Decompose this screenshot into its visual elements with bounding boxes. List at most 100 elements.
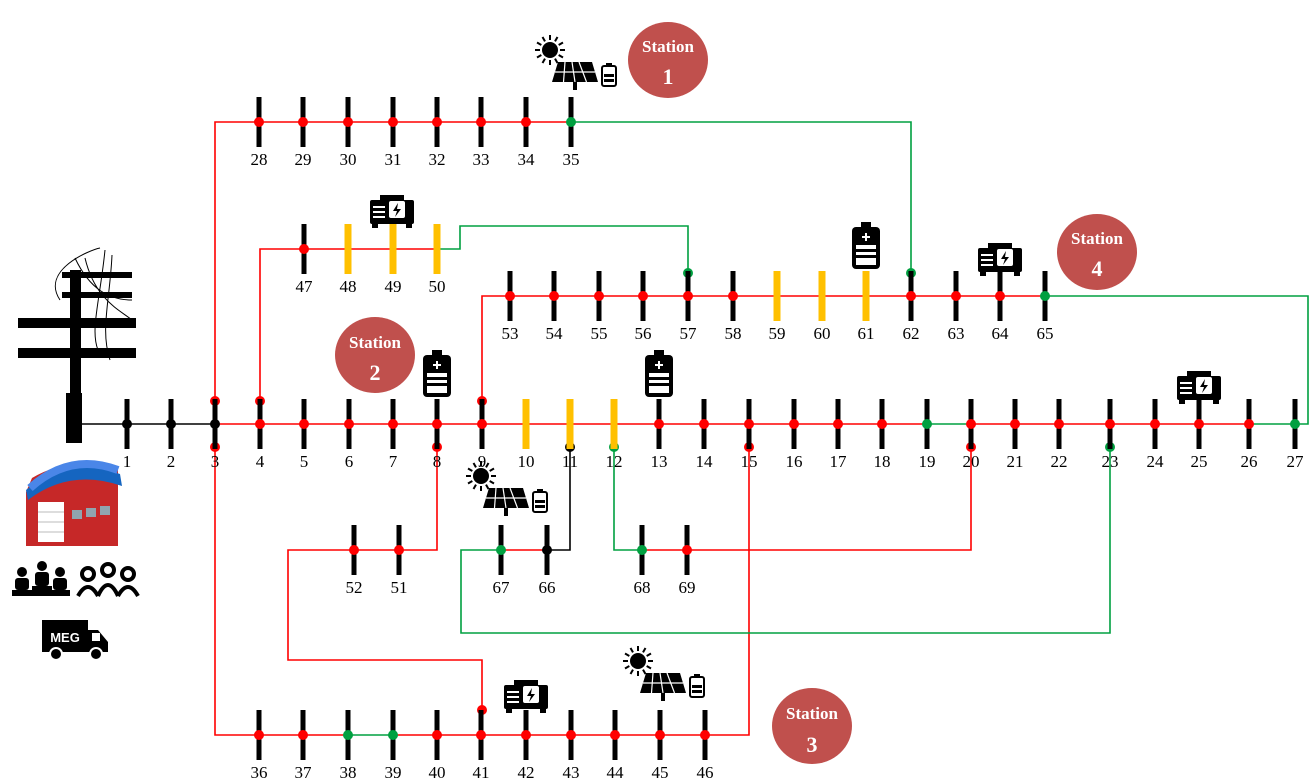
bus-node-dot-1: [122, 419, 132, 429]
generator-icon-25: [1177, 371, 1221, 404]
node-label-41: 41: [473, 763, 490, 782]
buses-layer: [122, 97, 1300, 760]
bus-node-dot-37: [298, 730, 308, 740]
branch-3-28-35: [214, 121, 571, 424]
branch-8-51: [399, 424, 438, 551]
node-label-61: 61: [858, 324, 875, 343]
node-label-22: 22: [1051, 452, 1068, 471]
node-label-14: 14: [696, 452, 714, 471]
tie-67-23: [460, 424, 1111, 634]
node-label-49: 49: [385, 277, 402, 296]
meg-truck-icon: MEG: [42, 620, 108, 661]
solar-pv-icon-35: [535, 35, 617, 90]
battery-icon-13: [645, 350, 673, 397]
node-label-46: 46: [697, 763, 714, 782]
lines-layer: [82, 121, 1309, 736]
branch-3-36-38: [214, 424, 348, 736]
node-label-42: 42: [518, 763, 535, 782]
utility-pole-icon: [18, 247, 136, 443]
node-label-8: 8: [433, 452, 442, 471]
node-label-69: 69: [679, 578, 696, 597]
node-label-39: 39: [385, 763, 402, 782]
bus-node-dot-35: [566, 117, 576, 127]
bus-node-dot-40: [432, 730, 442, 740]
node-label-26: 26: [1241, 452, 1258, 471]
node-label-60: 60: [814, 324, 831, 343]
solar-pv-icon-67: [466, 461, 548, 516]
bus-node-dot-25: [1194, 419, 1204, 429]
bus-node-dot-32: [432, 117, 442, 127]
branch-11-66: [547, 424, 571, 551]
depot-garage-icon: [26, 460, 122, 546]
node-label-56: 56: [635, 324, 652, 343]
node-label-30: 30: [340, 150, 357, 169]
node-label-7: 7: [389, 452, 398, 471]
node-label-34: 34: [518, 150, 536, 169]
node-label-16: 16: [786, 452, 803, 471]
node-label-66: 66: [539, 578, 556, 597]
station-1-title: Station: [642, 37, 695, 56]
station-3-number: 3: [807, 732, 818, 757]
bus-node-dot-51: [394, 545, 404, 555]
bus-node-dot-62: [906, 291, 916, 301]
bus-bar-50: [433, 224, 441, 274]
bus-node-dot-5: [299, 419, 309, 429]
bus-node-dot-19: [922, 419, 932, 429]
bus-node-dot-38: [343, 730, 353, 740]
node-label-43: 43: [563, 763, 580, 782]
bus-node-dot-57: [683, 291, 693, 301]
node-label-58: 58: [725, 324, 742, 343]
tie-35-62: [571, 121, 912, 296]
node-label-51: 51: [391, 578, 408, 597]
solar-pv-icon-45: [623, 646, 705, 701]
bus-bar-12: [610, 399, 618, 449]
bus-node-dot-53: [505, 291, 515, 301]
labels-layer: 1234567891011121314151617181920212223242…: [123, 150, 1304, 782]
node-label-38: 38: [340, 763, 357, 782]
bus-node-dot-63: [951, 291, 961, 301]
bus-node-dot-31: [388, 117, 398, 127]
node-label-1: 1: [123, 452, 132, 471]
bus-node-dot-44: [610, 730, 620, 740]
bus-node-dot-36: [254, 730, 264, 740]
generator-icon-64: [978, 243, 1022, 276]
bus-node-dot-65: [1040, 291, 1050, 301]
bus-node-dot-21: [1010, 419, 1020, 429]
bus-node-dot-8: [432, 419, 442, 429]
bus-node-dot-6: [344, 419, 354, 429]
bus-node-dot-69: [682, 545, 692, 555]
bus-node-dot-3: [210, 419, 220, 429]
bus-node-dot-29: [298, 117, 308, 127]
node-label-63: 63: [948, 324, 965, 343]
bus-node-dot-14: [699, 419, 709, 429]
node-label-12: 12: [606, 452, 623, 471]
node-label-40: 40: [429, 763, 446, 782]
bus-bar-59: [773, 271, 781, 321]
node-label-17: 17: [830, 452, 848, 471]
node-label-36: 36: [251, 763, 268, 782]
node-label-20: 20: [963, 452, 980, 471]
node-label-55: 55: [591, 324, 608, 343]
node-label-53: 53: [502, 324, 519, 343]
node-label-2: 2: [167, 452, 176, 471]
tie-65-27: [1045, 295, 1309, 425]
battery-icon-61: [852, 222, 880, 269]
node-label-54: 54: [546, 324, 564, 343]
bus-node-dot-46: [700, 730, 710, 740]
node-label-59: 59: [769, 324, 786, 343]
workers-icon: [12, 561, 70, 596]
node-label-23: 23: [1102, 452, 1119, 471]
tie-50-57: [437, 225, 689, 296]
station-4-badge: Station 4: [1057, 214, 1137, 290]
node-label-3: 3: [211, 452, 220, 471]
node-label-27: 27: [1287, 452, 1305, 471]
station-4-title: Station: [1071, 229, 1124, 248]
station-2-title: Station: [349, 333, 402, 352]
node-label-6: 6: [345, 452, 354, 471]
node-label-48: 48: [340, 277, 357, 296]
node-label-33: 33: [473, 150, 490, 169]
bus-node-dot-15: [744, 419, 754, 429]
bus-node-dot-55: [594, 291, 604, 301]
bus-node-dot-23: [1105, 419, 1115, 429]
